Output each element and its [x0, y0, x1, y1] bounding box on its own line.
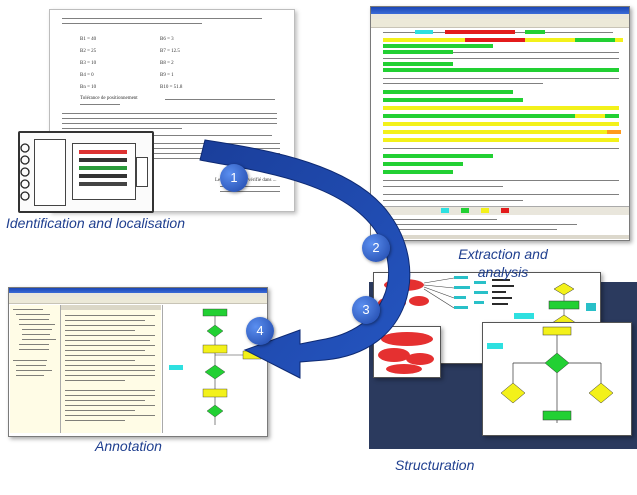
equation: B9 = 1 — [160, 73, 174, 78]
annotation-window — [8, 287, 268, 437]
structuration-flowchart — [482, 322, 632, 436]
annotated-text — [375, 30, 625, 205]
equation: B10 = 51.8 — [160, 85, 183, 90]
extraction-window — [370, 6, 630, 241]
equation: B4 = 0 — [80, 73, 94, 78]
step-4-caption: Annotation — [95, 438, 162, 454]
step-3-marker: 3 — [352, 296, 380, 324]
step-2-caption: Extraction and analysis — [433, 245, 573, 281]
step-4-marker: 4 — [246, 317, 274, 345]
step-1-marker: 1 — [220, 164, 248, 192]
step-1-number: 1 — [230, 170, 238, 185]
binder-rings-icon — [20, 143, 30, 201]
step-2-caption-line1: Extraction and — [458, 246, 548, 262]
equation: B6 = 3 — [160, 37, 174, 42]
step-1-caption: Identification and localisation — [6, 215, 186, 231]
step-4-number: 4 — [256, 323, 264, 338]
annotation-flowchart — [169, 308, 262, 425]
step-3-number: 3 — [362, 302, 370, 317]
equation: Bn = 10 — [80, 85, 97, 90]
step-3-caption: Structuration — [395, 457, 475, 473]
equation: B7 = 12.5 — [160, 49, 180, 54]
diagram-figure — [18, 131, 154, 213]
equation: B1 = 40 — [80, 37, 97, 42]
paragraph-label: Tolérance de positionnement — [80, 96, 138, 101]
equation: B3 = 10 — [80, 61, 97, 66]
step-2-marker: 2 — [362, 234, 390, 262]
equation: B2 = 25 — [80, 49, 97, 54]
equation: B8 = 2 — [160, 61, 174, 66]
step-2-number: 2 — [372, 240, 380, 255]
step-2-caption-line2: analysis — [477, 264, 529, 280]
